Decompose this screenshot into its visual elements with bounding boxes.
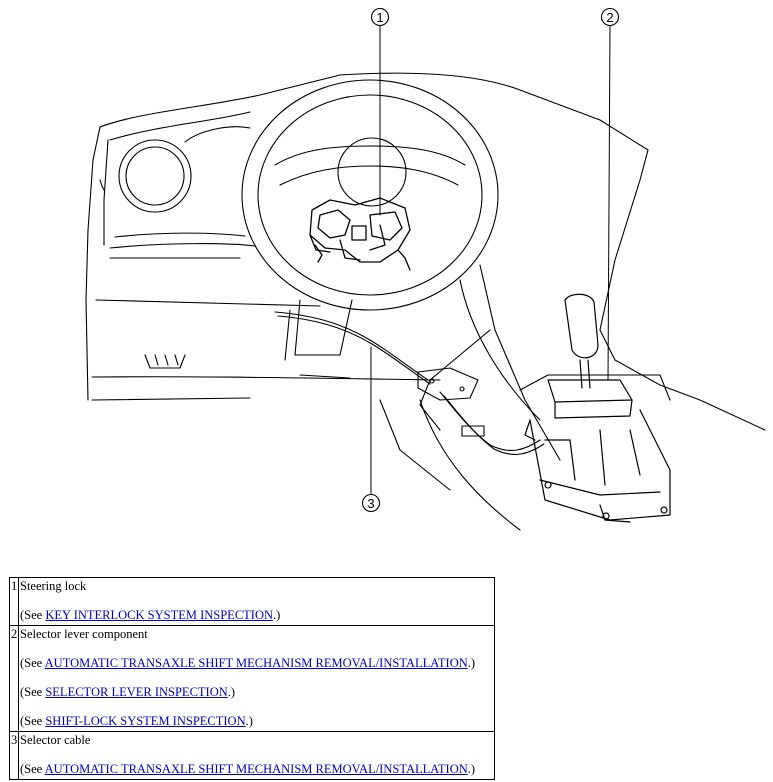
row-number: 3	[9, 730, 19, 780]
reference-suffix: .)	[467, 655, 476, 670]
callout-2: 2	[600, 7, 620, 27]
reference-suffix: .)	[273, 608, 281, 623]
reference-line: (See KEY INTERLOCK SYSTEM INSPECTION.)	[20, 608, 493, 623]
table-row: 3 Selector cable (See AUTOMATIC TRANSAXL…	[9, 730, 495, 780]
shift-lock-inspection-link[interactable]: SHIFT-LOCK SYSTEM INSPECTION	[45, 714, 246, 729]
reference-prefix: (See	[20, 762, 45, 777]
selector-lever	[524, 293, 671, 523]
gauge-cluster	[118, 126, 407, 213]
row-number: 1	[9, 577, 19, 626]
component-name: Selector lever component	[20, 626, 148, 641]
callout-1: 1	[370, 7, 390, 27]
callout-1-label: 1	[376, 10, 383, 25]
component-legend-table: 1 Steering lock (See KEY INTERLOCK SYSTE…	[9, 577, 495, 780]
row-description: Steering lock (See KEY INTERLOCK SYSTEM …	[18, 577, 495, 626]
key-interlock-inspection-link[interactable]: KEY INTERLOCK SYSTEM INSPECTION	[45, 608, 274, 623]
vehicle-interior-illustration: 1 2 3	[85, 7, 766, 531]
reference-prefix: (See	[20, 714, 46, 729]
row-description: Selector cable (See AUTOMATIC TRANSAXLE …	[18, 730, 495, 780]
component-name: Selector cable	[20, 732, 91, 747]
reference-suffix: .)	[245, 714, 253, 729]
reference-prefix: (See	[20, 608, 46, 623]
row-number: 2	[9, 624, 19, 732]
reference-line: (See AUTOMATIC TRANSAXLE SHIFT MECHANISM…	[20, 656, 493, 671]
reference-suffix: .)	[227, 685, 236, 700]
table-row: 1 Steering lock (See KEY INTERLOCK SYSTE…	[9, 577, 495, 626]
steering-lock-assembly	[309, 197, 411, 271]
selector-lever-inspection-link[interactable]: SELECTOR LEVER INSPECTION	[45, 685, 228, 700]
dashboard-outline	[85, 72, 649, 401]
callout-3-label: 3	[367, 496, 374, 511]
row-description: Selector lever component (See AUTOMATIC …	[18, 624, 495, 732]
reference-suffix: .)	[467, 762, 476, 777]
callout-3: 3	[361, 493, 381, 513]
console-outline	[144, 149, 766, 531]
reference-prefix: (See	[20, 685, 46, 700]
component-name: Steering lock	[20, 579, 87, 593]
reference-line: (See SELECTOR LEVER INSPECTION.)	[20, 685, 493, 700]
reference-prefix: (See	[20, 655, 45, 670]
shift-mechanism-removal-link[interactable]: AUTOMATIC TRANSAXLE SHIFT MECHANISM REMO…	[44, 655, 468, 670]
table-row: 2 Selector lever component (See AUTOMATI…	[9, 624, 495, 732]
callout-2-label: 2	[606, 10, 613, 25]
leader-lines	[370, 25, 611, 495]
selector-cable	[274, 311, 545, 455]
reference-line: (See SHIFT-LOCK SYSTEM INSPECTION.)	[20, 714, 493, 729]
shift-mechanism-removal-link[interactable]: AUTOMATIC TRANSAXLE SHIFT MECHANISM REMO…	[44, 762, 468, 777]
reference-line: (See AUTOMATIC TRANSAXLE SHIFT MECHANISM…	[20, 762, 493, 777]
